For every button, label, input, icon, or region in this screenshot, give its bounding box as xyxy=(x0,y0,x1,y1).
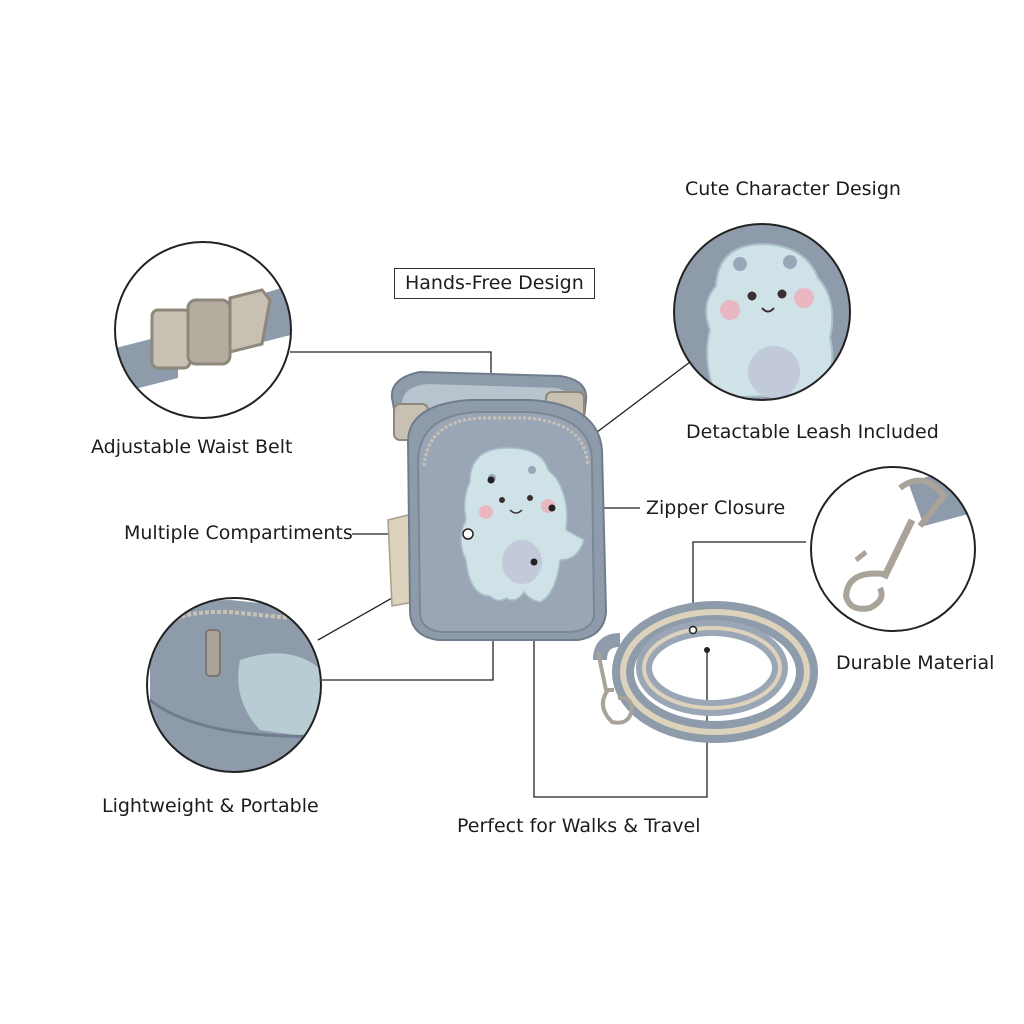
line-durable-material xyxy=(692,541,806,630)
callout-lightweight: Lightweight & Portable xyxy=(102,795,319,817)
backpack-pouch xyxy=(387,370,608,641)
callout-cute-character: Cute Character Design xyxy=(685,178,901,200)
callout-durable-material: Durable Material xyxy=(836,652,995,674)
callout-multiple-compartments: Multiple Compartiments xyxy=(124,522,353,544)
zoom-circle-zipper xyxy=(146,597,322,773)
callout-adjustable-belt: Adjustable Waist Belt xyxy=(91,436,293,458)
zoom-circle-belt xyxy=(114,241,292,419)
callout-hands-free: Hands-Free Design xyxy=(394,268,595,299)
leash xyxy=(593,601,818,743)
callout-detachable-leash: Detactable Leash Included xyxy=(686,421,939,443)
zoom-circle-hook xyxy=(810,466,976,632)
callout-zipper-closure: Zipper Closure xyxy=(646,497,786,519)
callout-walks-travel: Perfect for Walks & Travel xyxy=(457,815,701,837)
zoom-circle-character xyxy=(673,223,851,401)
